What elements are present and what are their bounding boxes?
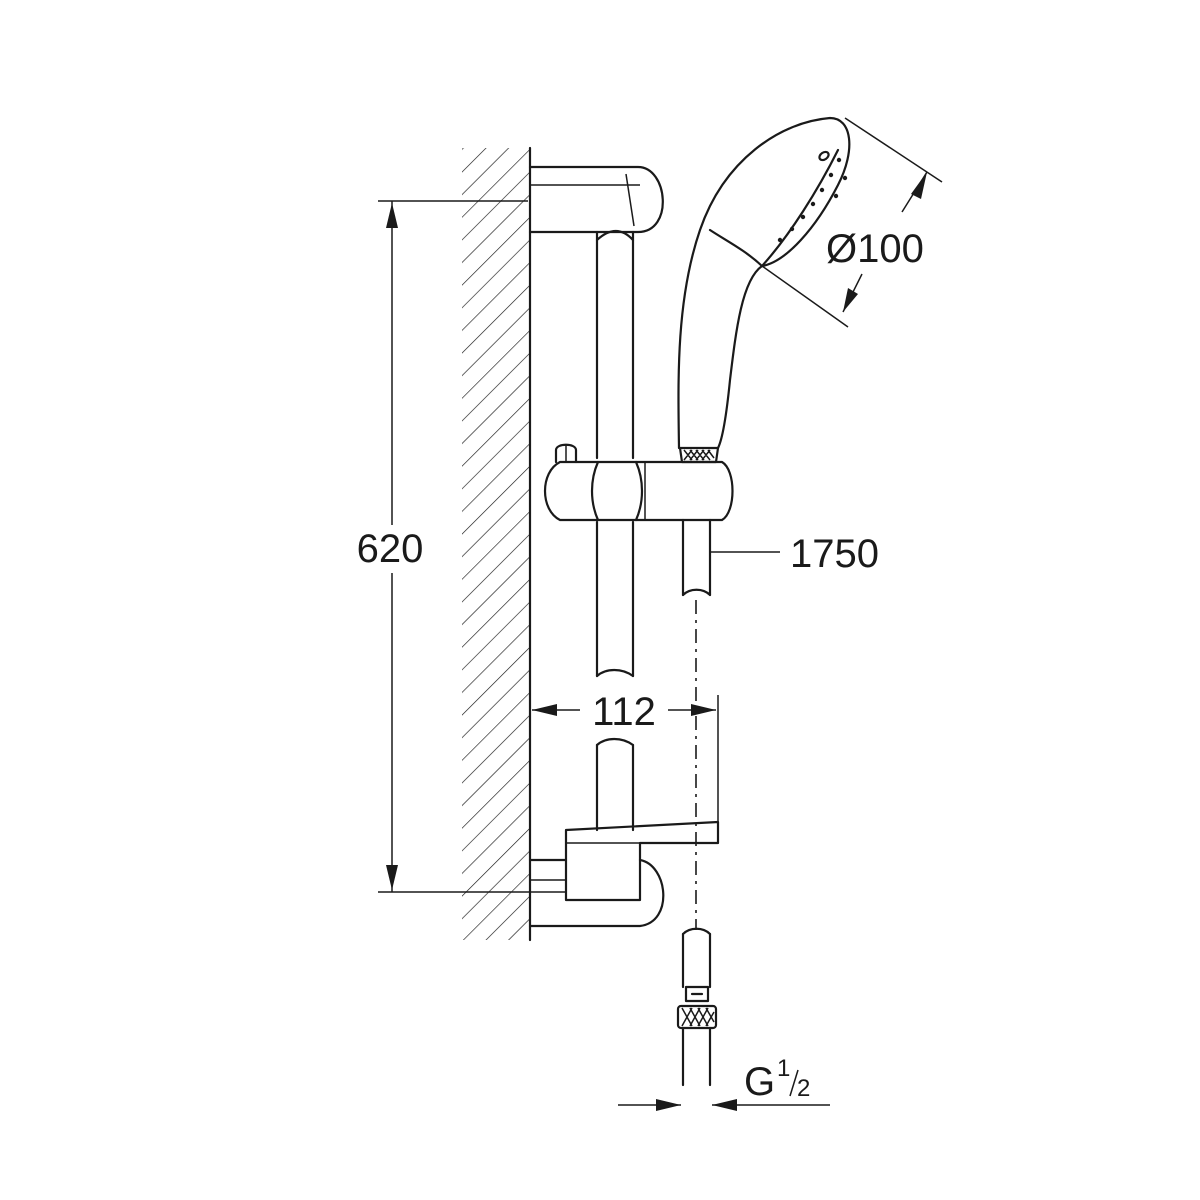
svg-text:2: 2 [797, 1075, 810, 1102]
diameter-label: Ø100 [826, 227, 924, 271]
thread-label: G 1 2 [744, 1055, 810, 1104]
thread-dimension [618, 1099, 830, 1111]
rail-upper [595, 229, 635, 678]
slider-holder [543, 443, 734, 522]
height-dimension [378, 200, 566, 893]
diameter-dimension [761, 117, 943, 328]
rail-lower [595, 737, 635, 832]
handshower [677, 116, 851, 464]
hose-length-label: 1750 [790, 532, 879, 576]
hose-nut [676, 1004, 718, 1087]
height-label: 620 [357, 527, 424, 571]
top-bracket [528, 165, 664, 234]
bottom-bracket [528, 858, 665, 928]
wall [462, 146, 532, 942]
hose [681, 518, 712, 1003]
offset-dimension [532, 695, 719, 822]
offset-label: 112 [592, 690, 656, 734]
svg-text:1: 1 [777, 1055, 790, 1082]
svg-text:G: G [744, 1060, 775, 1104]
